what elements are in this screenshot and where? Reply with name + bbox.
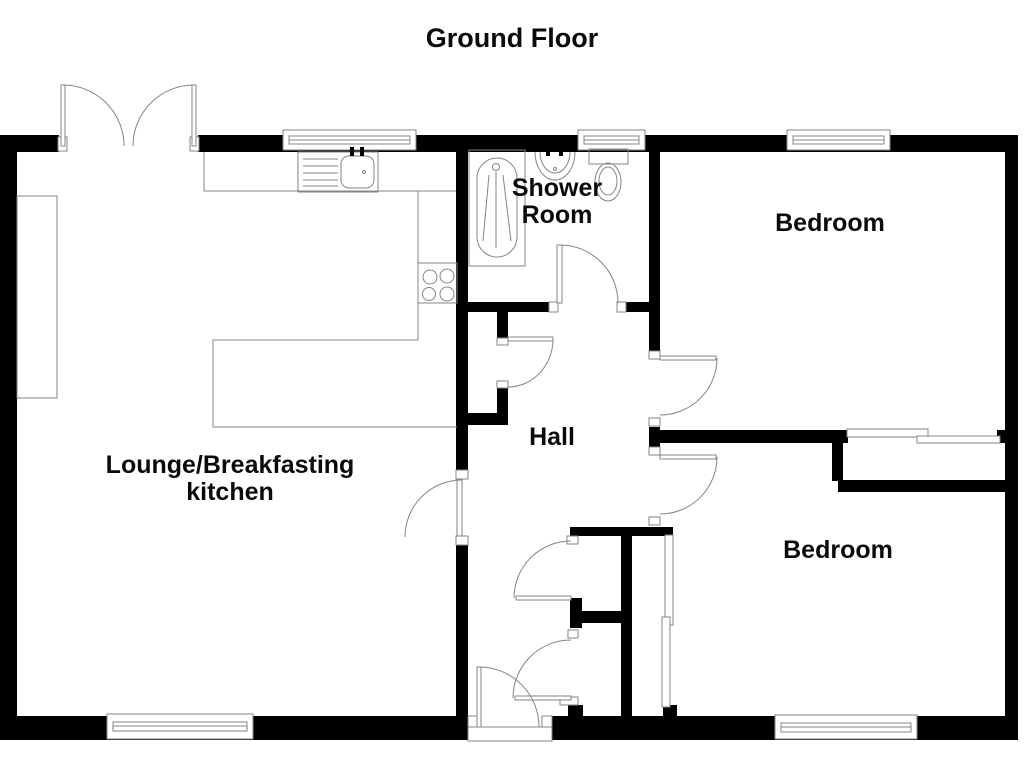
room-label-shower-line1: Shower xyxy=(512,174,603,202)
wardrobe-sliding-doors-bedroom-top xyxy=(846,428,1001,444)
room-label-lounge-line1: Lounge/Breakfasting xyxy=(106,451,355,479)
wardrobe-sliding-doors-bedroom-bottom xyxy=(661,534,674,708)
wall-left xyxy=(0,135,17,740)
hob xyxy=(417,262,458,304)
wall-wardrobe1-side xyxy=(832,443,843,481)
wall-cupboard-divider xyxy=(570,611,621,623)
wall-bedroom-divider-right-stub xyxy=(997,430,1018,443)
room-label-hall: Hall xyxy=(529,423,575,451)
wall-kitchen-cupboard-stub-lower xyxy=(497,388,508,414)
toilet xyxy=(588,148,629,202)
basin-taps xyxy=(546,147,550,156)
jamb-lounge-door-bottom xyxy=(455,535,469,546)
wash-basin xyxy=(534,147,576,181)
kitchen-counter xyxy=(203,152,457,428)
jamb-hall-cupboard-a xyxy=(566,535,579,545)
shower-room-door xyxy=(556,244,619,304)
wall-lounge-hall-lower xyxy=(456,545,468,716)
kitchen-sink xyxy=(297,147,379,193)
wall-stub-bottom-left xyxy=(568,705,583,717)
kitchen-sink-taps xyxy=(350,147,354,156)
wall-cupboard-divider-stub xyxy=(570,598,582,628)
wall-shower-bottom-right xyxy=(626,302,660,312)
hall-cupboard-door-lower xyxy=(512,639,572,701)
kitchen-cupboard-door xyxy=(507,336,554,388)
window-kitchen xyxy=(282,129,417,151)
wall-shower-bottom-left xyxy=(456,302,549,312)
jamb-bedroom1-door-top xyxy=(648,350,661,360)
labels: Ground Floor Lounge/Breakfasting kitchen… xyxy=(106,23,893,564)
window-bedroom-top xyxy=(786,129,891,151)
jamb-hall-cupboard-b-top xyxy=(567,629,579,639)
wall-hall-bedroom-upper xyxy=(649,148,660,351)
doors xyxy=(60,84,718,728)
bath xyxy=(468,149,526,267)
lounge-side-unit xyxy=(16,195,58,399)
window-lounge xyxy=(106,713,254,740)
hall-cupboard-door-upper xyxy=(513,540,572,601)
jamb-bedroom2-door-bottom xyxy=(648,516,661,526)
bedroom-bottom-door xyxy=(659,454,718,515)
wall-kitchen-cupboard-bottom xyxy=(456,413,508,425)
front-door-threshold xyxy=(467,726,553,742)
jamb-shower-door-right xyxy=(616,301,627,313)
jamb-bedroom2-door-top xyxy=(648,446,661,456)
room-label-bedroom-top: Bedroom xyxy=(775,209,885,237)
room-label-bedroom-bottom: Bedroom xyxy=(783,536,893,564)
wall-stub-bottom-right xyxy=(663,705,677,717)
fixtures xyxy=(16,147,1001,742)
windows xyxy=(106,129,918,740)
jamb-kitchen-cupboard-top xyxy=(496,337,509,346)
french-doors xyxy=(60,84,197,147)
page-title: Ground Floor xyxy=(426,23,599,53)
jamb-kitchen-cupboard-bottom xyxy=(496,380,509,389)
bedroom-top-door xyxy=(659,355,718,416)
jamb-bedroom1-door-bottom xyxy=(648,417,661,427)
wall-cupboard-bedroom xyxy=(621,536,632,717)
lounge-door xyxy=(404,479,463,538)
room-label-lounge-line2: kitchen xyxy=(186,478,274,506)
window-bedroom-bottom xyxy=(774,714,918,740)
jamb-lounge-door-top xyxy=(455,469,469,480)
room-label-shower-line2: Room xyxy=(522,201,593,229)
wall-kitchen-cupboard-stub-upper xyxy=(497,312,508,338)
wall-wardrobe1-bottom xyxy=(838,480,1018,492)
wall-cupboard-top xyxy=(570,527,673,536)
window-shower-room xyxy=(577,129,646,151)
front-door xyxy=(476,666,540,728)
jamb-shower-door-left xyxy=(548,301,559,313)
wall-bedroom-divider xyxy=(649,430,848,443)
